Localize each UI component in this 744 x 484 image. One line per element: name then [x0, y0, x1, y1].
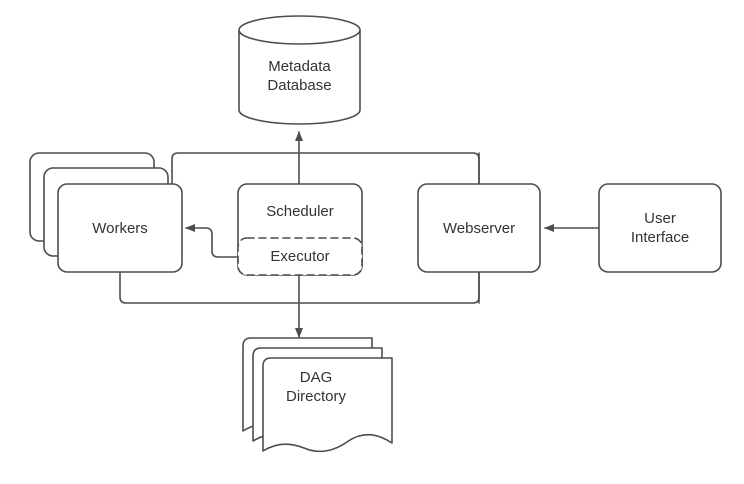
- edge-top-bus: [171, 152, 480, 185]
- node-webserver[interactable]: [417, 183, 541, 273]
- node-executor[interactable]: [237, 237, 363, 276]
- node-dag-directory[interactable]: [242, 337, 393, 453]
- node-user-interface[interactable]: [598, 183, 722, 273]
- node-workers[interactable]: [29, 152, 183, 273]
- node-metadata-database[interactable]: [238, 15, 361, 125]
- dag-stack-front: [262, 357, 393, 453]
- edge-executor-to-workers: [185, 224, 239, 258]
- workers-stack-front: [57, 183, 183, 273]
